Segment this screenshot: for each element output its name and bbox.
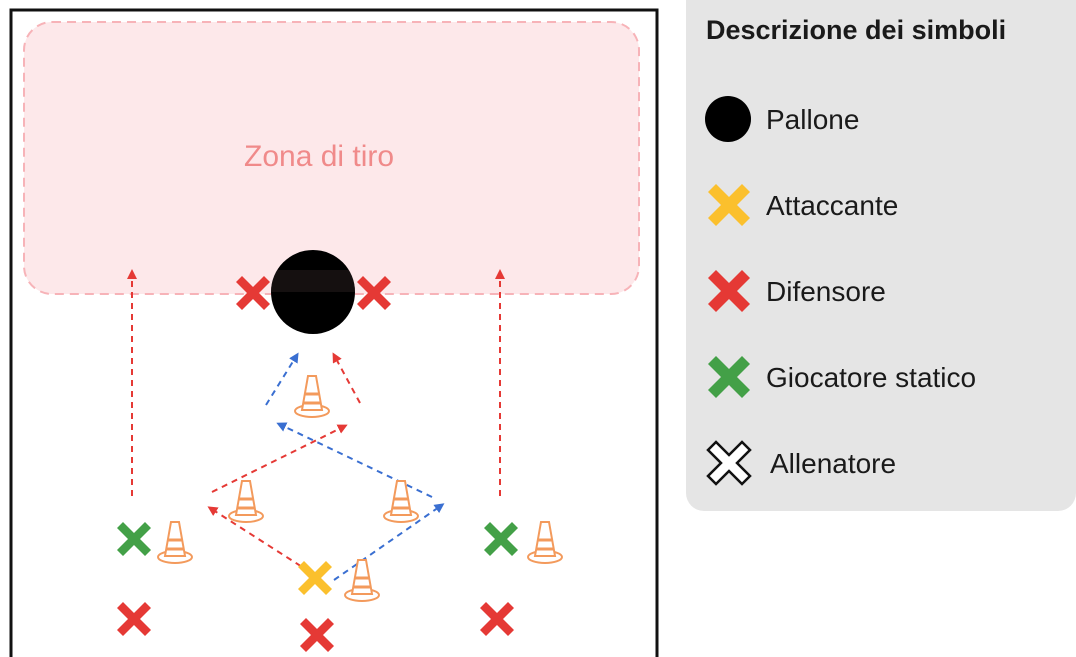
red-pass-arrow bbox=[211, 424, 348, 493]
legend-label: Allenatore bbox=[770, 448, 897, 479]
legend-title: Descrizione dei simboli bbox=[706, 15, 1007, 45]
defender-marker bbox=[300, 618, 334, 652]
static-player-marker bbox=[117, 522, 151, 556]
cone-icon bbox=[293, 374, 331, 419]
attacker-marker bbox=[298, 561, 332, 595]
cone-icon bbox=[526, 520, 564, 565]
cone-icon bbox=[227, 479, 265, 524]
x-marker-icon bbox=[708, 356, 750, 398]
legend-item-defender: Difensore bbox=[704, 266, 1064, 316]
legend-label: Attaccante bbox=[766, 190, 899, 221]
cone-icon bbox=[343, 558, 381, 603]
legend-panel: Descrizione dei simboli Pallone Attaccan… bbox=[686, 0, 1076, 511]
static-player-marker bbox=[484, 522, 518, 556]
legend-item-attacker: Attaccante bbox=[704, 180, 1064, 230]
legend-label: Pallone bbox=[766, 104, 860, 135]
blue-pass-arrow bbox=[265, 352, 299, 406]
defender-marker bbox=[117, 602, 151, 636]
defender-marker bbox=[480, 602, 514, 636]
ball-shade bbox=[271, 270, 355, 292]
red-pass-arrow bbox=[207, 506, 311, 573]
red-pass-arrow bbox=[332, 352, 361, 404]
legend-label: Difensore bbox=[766, 276, 886, 307]
x-marker-icon bbox=[708, 184, 750, 226]
blue-pass-arrow bbox=[276, 422, 433, 498]
x-marker-icon bbox=[708, 270, 750, 312]
legend-item-static-player: Giocatore statico bbox=[704, 352, 1064, 402]
shooting-zone-label: Zona di tiro bbox=[244, 140, 395, 173]
field-border bbox=[9, 8, 659, 657]
legend-item-coach: Allenatore bbox=[704, 438, 1064, 488]
cone-icon bbox=[382, 479, 420, 524]
x-outline-icon bbox=[706, 440, 752, 486]
legend-label: Giocatore statico bbox=[766, 362, 977, 393]
legend-item-ball: Pallone bbox=[704, 94, 1064, 144]
cone-icon bbox=[156, 520, 194, 565]
ball-icon bbox=[705, 96, 751, 142]
